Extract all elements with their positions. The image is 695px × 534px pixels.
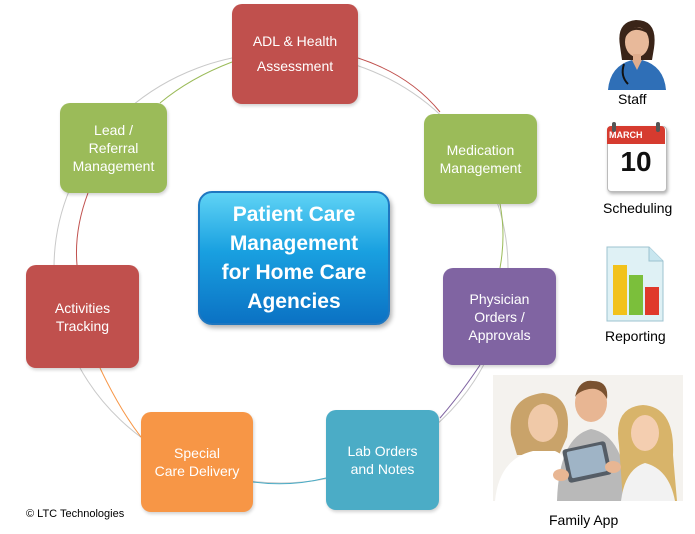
medication-management-node: Medication Management — [424, 114, 537, 204]
center-title: Patient Care Management for Home Care Ag… — [221, 203, 367, 313]
activities-label: Activities Tracking — [54, 299, 111, 334]
bar-chart-document-icon — [606, 246, 664, 322]
nurse-photo — [608, 20, 666, 90]
calendar-day: 10 — [620, 146, 652, 177]
center-title-box: Patient Care Management for Home Care Ag… — [198, 191, 390, 325]
physician-label: Physician Orders / Approvals — [468, 290, 531, 343]
calendar-icon: MARCH 10 — [607, 122, 667, 192]
family-app-label: Family App — [549, 512, 619, 528]
scheduling-label: Scheduling — [603, 200, 673, 216]
lead-label: Lead / Referral Management — [72, 122, 155, 174]
special-care-label: Special Care Delivery — [154, 445, 240, 479]
lab-orders-node: Lab Orders and Notes — [326, 410, 439, 510]
copyright-text: © LTC Technologies — [26, 508, 125, 520]
adl-label: ADL & Health Assessment — [252, 33, 338, 74]
staff-label: Staff — [618, 91, 647, 107]
family-tablet-photo — [493, 375, 683, 501]
lab-label: Lab Orders and Notes — [347, 443, 418, 477]
calendar-month: MARCH — [607, 126, 665, 144]
medication-label: Medication Management — [439, 142, 522, 176]
adl-health-assessment-node: ADL & Health Assessment — [232, 4, 358, 104]
reporting-label: Reporting — [605, 328, 666, 344]
activities-tracking-node: Activities Tracking — [26, 265, 139, 368]
special-care-delivery-node: Special Care Delivery — [141, 412, 253, 512]
physician-orders-node: Physician Orders / Approvals — [443, 268, 556, 365]
lead-referral-node: Lead / Referral Management — [60, 103, 167, 193]
